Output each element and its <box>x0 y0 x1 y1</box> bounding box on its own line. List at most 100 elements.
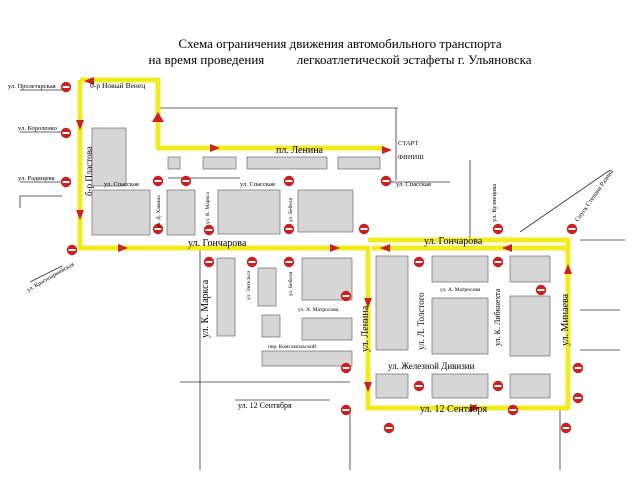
no-entry-sign <box>492 256 504 268</box>
label-lenina-square: пл. Ленина <box>276 145 324 156</box>
no-entry-sign <box>492 223 504 235</box>
block <box>431 255 489 283</box>
no-entry-sign <box>152 223 164 235</box>
direction-arrow <box>470 404 480 412</box>
block <box>509 373 551 399</box>
label-start: СТАРТ <box>398 140 418 147</box>
label-lenina: ул. Ленина <box>360 305 371 352</box>
direction-arrow <box>364 298 372 308</box>
block <box>509 255 551 283</box>
block <box>167 156 181 170</box>
block <box>431 373 489 399</box>
no-entry-sign <box>60 81 72 93</box>
direction-arrow <box>330 244 340 252</box>
label-tolstogo: ул. Л. Толстого <box>416 292 426 350</box>
no-entry-sign <box>572 362 584 374</box>
no-entry-sign <box>340 362 352 374</box>
no-entry-sign <box>283 256 295 268</box>
block <box>257 267 277 307</box>
no-entry-sign <box>283 175 295 187</box>
label-matrosova-e: ул. А. Матросова <box>440 287 481 293</box>
label-goncharova-w: ул. Гончарова <box>188 238 247 249</box>
route-arrows <box>76 77 572 412</box>
direction-arrow <box>76 120 84 130</box>
no-entry-sign <box>180 175 192 187</box>
map-title-line-1: Схема ограничения движения автомобильног… <box>178 36 502 51</box>
no-entry-sign <box>283 223 295 235</box>
no-entry-sign <box>340 290 352 302</box>
block <box>509 295 551 357</box>
label-novy-venets: б-р Новый Венец <box>90 81 145 90</box>
no-entry-sign <box>566 223 578 235</box>
no-entry-sign <box>203 224 215 236</box>
no-entry-sign <box>492 380 504 392</box>
label-zheleznoy-divizii: ул. Железной Дивизии <box>388 361 475 371</box>
label-spasskaya-3: ул. Спасская <box>396 181 431 188</box>
label-proletarskaya: ул. Пролетарская <box>8 83 56 90</box>
block <box>375 255 409 351</box>
direction-arrow <box>210 144 220 152</box>
label-krasnoarmeyskaya: ул. Красноармейская <box>26 261 76 294</box>
no-entry-sign <box>60 127 72 139</box>
label-12-sentyabrya-e: ул. 12 Сентября <box>420 404 488 415</box>
direction-arrow <box>118 244 128 252</box>
no-entry-sign <box>380 175 392 187</box>
label-k-marksa-small: ул. К. Маркса <box>205 191 211 224</box>
no-entry-sign <box>572 392 584 404</box>
label-radishcheva: ул. Радищева <box>18 175 55 182</box>
direction-arrow <box>84 77 94 85</box>
label-engelsa: ул. Энгельса <box>246 270 252 300</box>
city-blocks <box>91 127 551 399</box>
label-goncharova-e: ул. Гончарова <box>424 236 483 247</box>
label-libknekhta: ул. К. Либкнехта <box>493 288 502 346</box>
no-entry-sign <box>560 422 572 434</box>
no-entry-sign <box>60 176 72 188</box>
no-entry-sign <box>413 380 425 392</box>
no-entry-sign <box>203 256 215 268</box>
label-matrosova-w: ул. А. Матросова <box>298 307 339 313</box>
block <box>91 127 127 187</box>
label-12-sentyabrya-w: ул. 12 Сентября <box>238 401 292 410</box>
block <box>91 189 151 236</box>
block <box>246 156 328 170</box>
label-korolenko: ул. Короленко <box>18 125 57 132</box>
block <box>301 317 353 341</box>
label-plastova: б-р Пластова <box>84 146 94 196</box>
direction-arrow <box>382 146 392 154</box>
no-entry-sign <box>413 256 425 268</box>
direction-arrow <box>364 382 372 392</box>
label-bebelya-top: ул. Бебеля <box>287 197 294 222</box>
stop-signs <box>60 81 584 434</box>
no-entry-sign <box>535 284 547 296</box>
block <box>337 156 381 170</box>
direction-arrow <box>502 244 512 252</box>
direction-arrow <box>76 210 84 220</box>
map-title-line-2: на время проведения легкоатлетической эс… <box>148 52 532 67</box>
label-bebelya: ул. Бебеля <box>287 271 294 296</box>
direction-arrow <box>380 244 390 252</box>
no-entry-sign <box>340 404 352 416</box>
no-entry-sign <box>383 422 395 434</box>
label-finish: ФИНИШ <box>398 154 424 161</box>
label-k-marksa: ул. К. Маркса <box>200 279 211 338</box>
direction-arrow <box>152 112 164 122</box>
no-entry-sign <box>152 175 164 187</box>
label-khamina: ул. Д. Хамина <box>156 195 162 228</box>
block <box>375 373 409 399</box>
block <box>216 257 236 337</box>
label-kuznetsova: ул. Кузнецова <box>491 184 498 222</box>
block <box>261 350 353 367</box>
street-lines <box>19 89 625 470</box>
direction-arrow <box>564 264 572 274</box>
label-spasskaya-1: ул. Спасская <box>104 181 139 188</box>
no-entry-sign <box>246 256 258 268</box>
block <box>431 297 489 355</box>
block <box>261 314 281 338</box>
no-entry-sign <box>507 404 519 416</box>
block <box>297 189 354 233</box>
no-entry-sign <box>66 244 78 256</box>
label-spasskaya-2: ул. Спасская <box>240 181 275 188</box>
label-spusk-razina: Спуск Степана Разина <box>574 168 615 223</box>
